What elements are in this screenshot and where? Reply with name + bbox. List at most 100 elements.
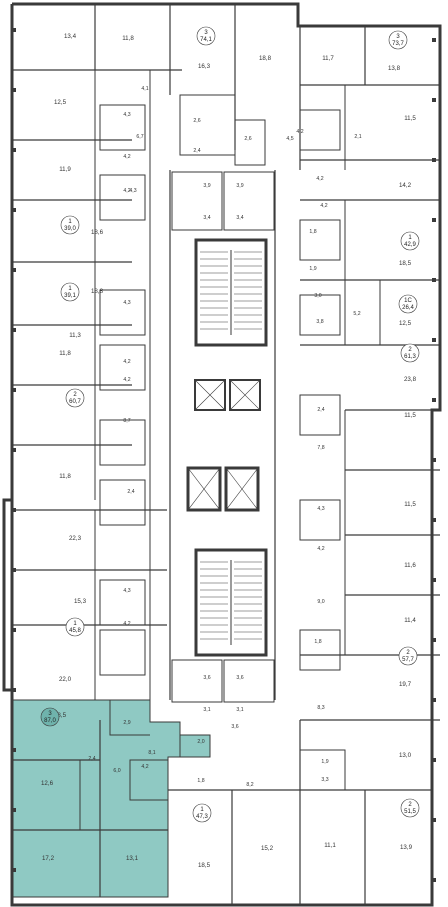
badge-rooms: 2 <box>408 802 412 808</box>
room-area-label: 3,0 <box>314 293 321 299</box>
bathroom <box>299 294 341 336</box>
room-area-label: 11,6 <box>404 562 416 569</box>
badge-area: 74,1 <box>200 37 212 43</box>
apartment-badge-apt-l-1a[interactable]: 139,0 <box>60 215 80 235</box>
room-area-label: 3,4 <box>203 215 210 221</box>
room-area-label: 18,8 <box>259 55 272 62</box>
selected-apartment-fill[interactable] <box>11 699 181 898</box>
room-area-label: 3,6 <box>236 675 243 681</box>
room-area-label: 7,8 <box>317 445 324 451</box>
room-area-label: 1,8 <box>309 229 316 235</box>
badge-rooms: 2 <box>408 347 412 353</box>
apartment-badge-apt-l-1c[interactable]: 145,8 <box>65 617 85 637</box>
room-area-label: 19,7 <box>399 681 412 688</box>
badge-circle <box>40 707 60 727</box>
room-area-label: 4,3 <box>129 188 136 194</box>
apartment-badge-apt-tr-3[interactable]: 373,7 <box>388 30 408 50</box>
room-area-label: 8,2 <box>246 782 253 788</box>
badge-circle <box>60 282 80 302</box>
room-area-label: 1,9 <box>321 759 328 765</box>
bathroom <box>299 499 341 541</box>
room-area-label: 4,1 <box>141 86 148 92</box>
apartment-badge-apt-r-2b[interactable]: 257,7 <box>398 646 418 666</box>
badge-rooms: 1 <box>68 286 72 292</box>
vestibule-cell <box>223 659 275 703</box>
bathroom <box>179 94 236 156</box>
apartment-badge-apt-b-1[interactable]: 147,3 <box>192 803 212 823</box>
room-area-label: 11,5 <box>404 412 416 419</box>
room-area-label: 16,3 <box>198 63 211 70</box>
badge-circle <box>65 388 85 408</box>
room-area-label: 18,5 <box>399 260 412 267</box>
badge-area: 87,0 <box>44 718 56 724</box>
badge-area: 73,7 <box>392 41 404 47</box>
room-area-label: 8,7 <box>123 418 130 424</box>
outer-wall-left-bump <box>2 498 12 692</box>
room-area-label: 4,2 <box>123 188 130 194</box>
badge-area: 39,0 <box>64 226 76 232</box>
badge-rooms: 2 <box>406 650 410 656</box>
room-area-label: 15,3 <box>74 598 87 605</box>
room-area-label: 8,1 <box>148 750 155 756</box>
badge-rooms: 2 <box>73 392 77 398</box>
apartment-badge-apt-r-2a[interactable]: 261,3 <box>400 343 420 363</box>
room-area-label: 3,3 <box>321 777 328 783</box>
room-area-label: 1,8 <box>314 639 321 645</box>
room-area-label: 11,4 <box>404 617 416 624</box>
room-area-label: 11,9 <box>59 166 71 173</box>
badge-rooms: 3 <box>396 34 400 40</box>
room-area-label: 13,0 <box>399 752 412 759</box>
apartment-badge-apt-l-2[interactable]: 260,7 <box>65 388 85 408</box>
vestibule-cell <box>171 171 223 231</box>
room-area-label: 13,8 <box>388 65 401 72</box>
room-area-label: 2,4 <box>193 148 200 154</box>
room-area-label: 13,4 <box>64 33 77 40</box>
room-area-label: 3,8 <box>316 319 323 325</box>
room-area-label: 12,5 <box>54 99 67 106</box>
badge-rooms: 1 <box>73 621 77 627</box>
room-area-label: 14,2 <box>399 182 412 189</box>
bathroom <box>99 419 146 466</box>
bathroom <box>299 629 341 671</box>
room-area-label: 11,5 <box>404 501 416 508</box>
apartment-badge-apt-tl-3[interactable]: 374,1 <box>196 26 216 46</box>
badge-rooms: 1 <box>200 807 204 813</box>
room-area-label: 5,2 <box>353 311 360 317</box>
apartment-badge-apt-br-2[interactable]: 251,5 <box>400 798 420 818</box>
room-area-label: 2,9 <box>123 720 130 726</box>
room-area-label: 3,1 <box>203 707 210 713</box>
selected-apartment-bath[interactable] <box>179 734 211 758</box>
selected-partition <box>109 700 150 736</box>
room-area-label: 1,9 <box>309 266 316 272</box>
badge-rooms: 1 <box>68 219 72 225</box>
room-area-label: 11,8 <box>59 350 71 357</box>
bathroom <box>99 629 146 676</box>
badge-rooms: 3 <box>204 30 208 36</box>
room-area-label: 3,6 <box>203 675 210 681</box>
badge-area: 45,8 <box>69 628 81 634</box>
room-area-label: 2,6 <box>193 118 200 124</box>
bathroom <box>299 219 341 261</box>
room-area-label: 2,4 <box>317 407 324 413</box>
apartment-badge-apt-r-1a[interactable]: 142,9 <box>400 231 420 251</box>
apartment-badge-apt-l-1b[interactable]: 139,1 <box>60 282 80 302</box>
badge-rooms: 1С <box>404 298 412 304</box>
room-area-label: 18,5 <box>198 862 211 869</box>
room-area-label: 4,3 <box>317 506 324 512</box>
room-area-label: 2,4 <box>127 489 134 495</box>
selected-bath <box>129 759 169 801</box>
badge-area: 60,7 <box>69 399 81 405</box>
room-area-label: 4,2 <box>320 203 327 209</box>
badge-circle <box>196 26 216 46</box>
elevator-shaft <box>229 379 261 411</box>
room-area-label: 4,2 <box>123 377 130 383</box>
walls <box>2 2 442 907</box>
stair-lower <box>194 548 268 657</box>
selected-apartment[interactable] <box>11 699 211 898</box>
apartment-badge-apt-sel-3[interactable]: 387,0 <box>40 707 60 727</box>
shaft-cross <box>229 379 261 411</box>
